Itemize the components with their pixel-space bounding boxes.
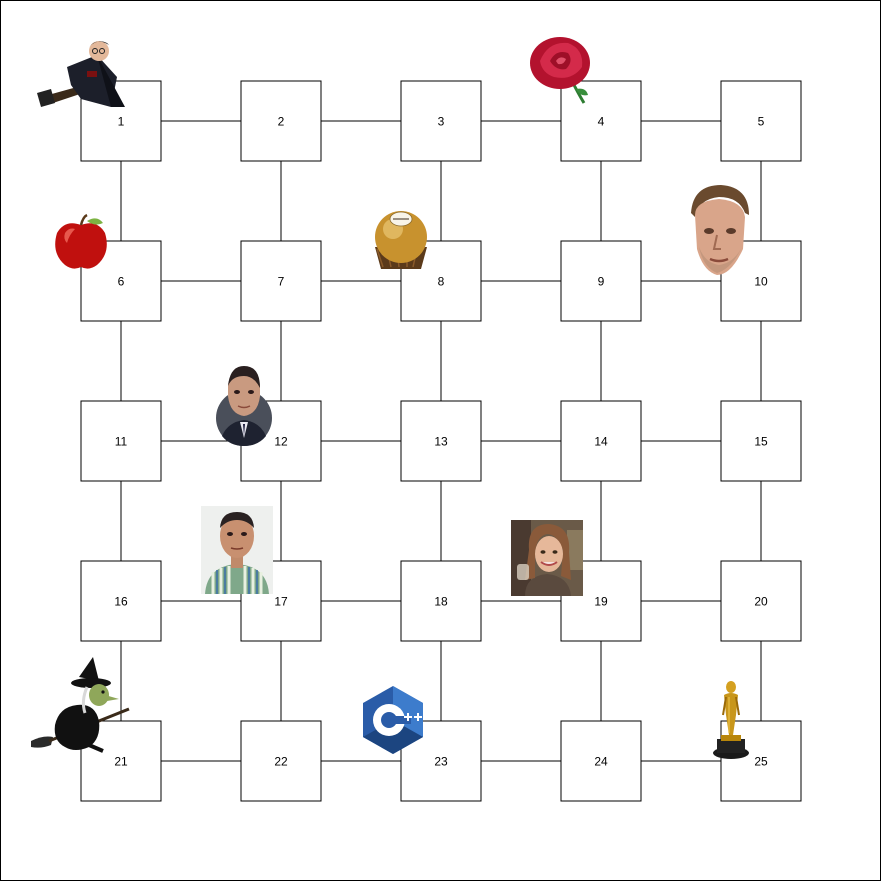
grid-cell-label: 3	[438, 115, 445, 129]
grid-cell-box	[560, 400, 642, 482]
oscar-statuette-icon	[713, 681, 749, 759]
grid-cell-label: 12	[274, 435, 288, 449]
grid-cell-label: 2	[278, 115, 285, 129]
grid-cell-label: 5	[758, 115, 765, 129]
grid-cell-label: 21	[114, 755, 128, 769]
grid-cell-label: 22	[274, 755, 288, 769]
grid-cell-box	[400, 80, 482, 162]
grid-cell-box	[720, 720, 802, 802]
grid-cell-14: 14	[560, 400, 642, 482]
grid-cell-box	[720, 80, 802, 162]
grid-cell-label: 13	[434, 435, 448, 449]
grid-cell-box	[400, 560, 482, 642]
grid-cell-label: 18	[434, 595, 448, 609]
grid-cell-label: 14	[594, 435, 608, 449]
wizard-harry-icon	[37, 41, 125, 107]
grid-cell-box	[560, 80, 642, 162]
grid-cell-label: 19	[594, 595, 608, 609]
grid-cell-label: 7	[278, 275, 285, 289]
grid-cell-box	[720, 400, 802, 482]
grid-cell-7: 7	[240, 240, 322, 322]
man-portrait-dicaprio-icon	[691, 185, 749, 275]
grid-cell-16: 16	[80, 560, 162, 642]
grid-cell-label: 9	[598, 275, 605, 289]
grid-cell-label: 20	[754, 595, 768, 609]
grid-cell-box	[560, 720, 642, 802]
grid-cell-4: 4	[560, 80, 642, 162]
grid-cell-box	[80, 400, 162, 482]
grid-cell-box	[400, 400, 482, 482]
man-striped-shirt-photo-icon	[201, 506, 273, 594]
grid-cell-box	[80, 560, 162, 642]
grid-cell-label: 10	[754, 275, 768, 289]
man-in-suit-portrait-icon	[216, 366, 272, 446]
grid-cell-label: 6	[118, 275, 125, 289]
rose-icon	[530, 37, 590, 104]
grid-cell-label: 25	[754, 755, 768, 769]
grid-cell-15: 15	[720, 400, 802, 482]
grid-cell-label: 24	[594, 755, 608, 769]
grid-cell-label: 4	[598, 115, 605, 129]
ferrero-chocolate-icon	[375, 211, 427, 269]
grid-cell-label: 17	[274, 595, 288, 609]
grid-cell-24: 24	[560, 720, 642, 802]
grid-cell-label: 1	[118, 115, 125, 129]
grid-cell-box	[240, 80, 322, 162]
grid-cell-box	[720, 560, 802, 642]
apple-icon	[55, 213, 107, 269]
grid-cell-box	[240, 240, 322, 322]
grid-cell-label: 16	[114, 595, 128, 609]
grid-cell-box	[560, 240, 642, 322]
grid-cell-22: 22	[240, 720, 322, 802]
grid-cell-5: 5	[720, 80, 802, 162]
grid-cell-20: 20	[720, 560, 802, 642]
grid-cell-25: 25	[720, 720, 802, 802]
grid-cell-2: 2	[240, 80, 322, 162]
grid-cell-9: 9	[560, 240, 642, 322]
girl-photo-icon	[511, 520, 583, 596]
grid-cell-11: 11	[80, 400, 162, 482]
grid-cell-13: 13	[400, 400, 482, 482]
grid-cell-label: 8	[438, 275, 445, 289]
witch-icon	[31, 657, 130, 753]
grid-cell-label: 23	[434, 755, 448, 769]
grid-cell-18: 18	[400, 560, 482, 642]
grid-cell-3: 3	[400, 80, 482, 162]
grid-cell-box	[240, 720, 322, 802]
cpp-logo-icon	[363, 686, 423, 754]
grid-cell-label: 11	[115, 435, 128, 449]
grid-cell-label: 15	[754, 435, 768, 449]
